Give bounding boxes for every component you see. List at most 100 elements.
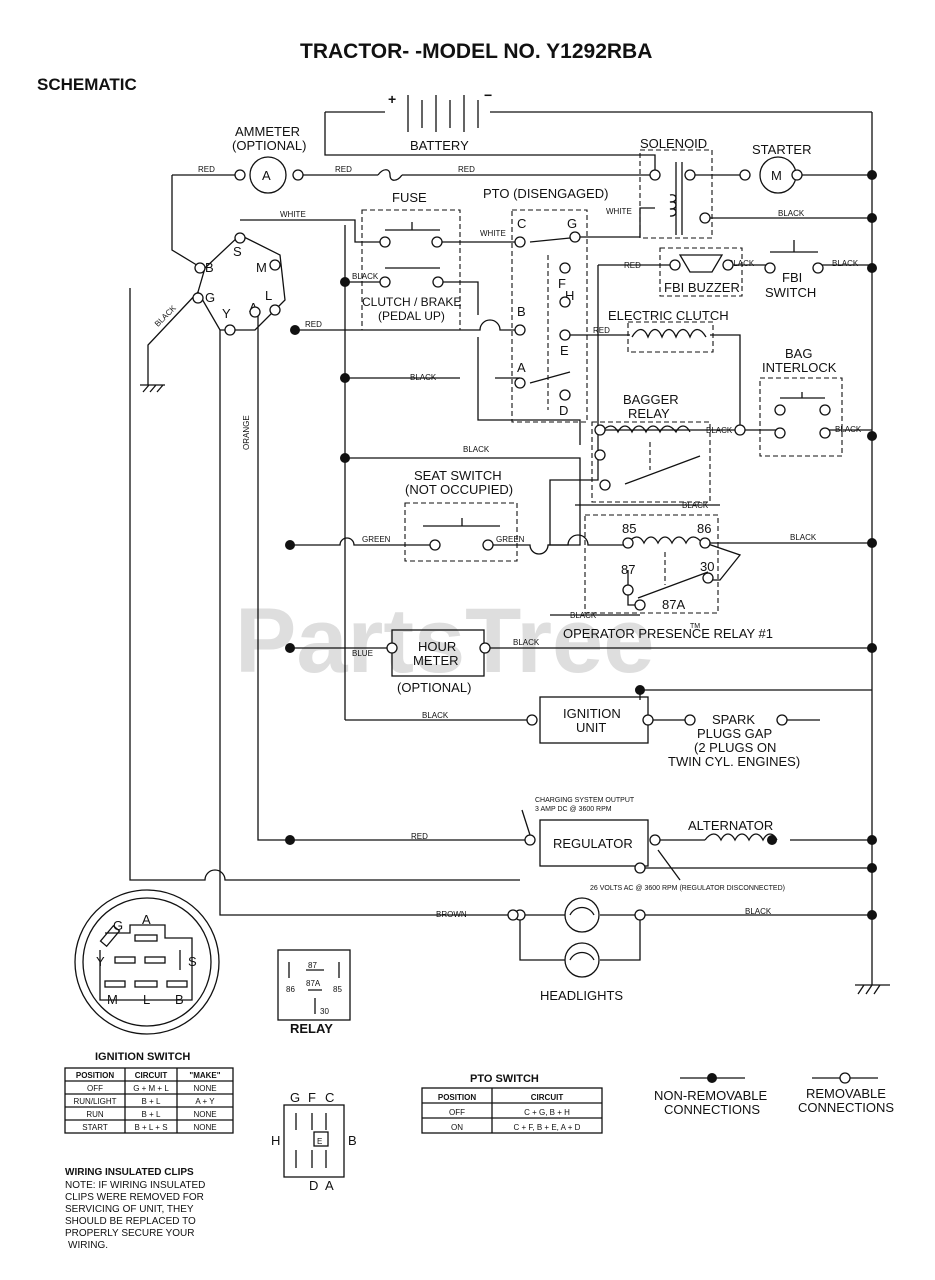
connection-legend: NON-REMOVABLE CONNECTIONS REMOVABLE CONN… (654, 1072, 894, 1117)
solenoid-label: SOLENOID (640, 136, 707, 151)
hour-meter: HOUR METER (OPTIONAL) (391, 629, 485, 695)
removable-connection (699, 537, 711, 549)
removable-connection (192, 292, 204, 304)
removable-connection (234, 232, 246, 244)
removable-connection (292, 169, 304, 181)
wire-red-7: RED (411, 832, 428, 841)
relay1-30: 30 (700, 559, 714, 574)
wire-black-7: BLACK (463, 445, 490, 454)
fuse-label: FUSE (392, 190, 427, 205)
conn-m: M (107, 992, 118, 1007)
hour-meter-label-2: METER (413, 653, 459, 668)
removable-connection (812, 262, 824, 274)
removable-connection (379, 236, 391, 248)
clips-note-line: WIRING. (68, 1240, 108, 1251)
removable-connection (776, 714, 788, 726)
pto-conn-d: D (309, 1178, 318, 1193)
ignition-unit: IGNITION UNIT (539, 696, 649, 744)
removable-connection (559, 389, 571, 401)
wire-black-5: BLACK (153, 303, 178, 328)
wire-black-2: BLACK (352, 272, 379, 281)
legend-removable-2: CONNECTIONS (798, 1100, 894, 1115)
pto-conn-c: C (325, 1090, 334, 1105)
battery-minus: − (484, 87, 492, 103)
ignition-table-cell: B + L + S (134, 1123, 167, 1132)
page-title: TRACTOR- -MODEL NO. Y1292RBA (300, 40, 652, 63)
hour-meter-label-1: HOUR (418, 639, 456, 654)
fixed-connection (767, 835, 777, 845)
removable-connection (559, 329, 571, 341)
connection-nodes (192, 169, 877, 921)
fixed-connection (867, 863, 877, 873)
bag-interlock: BAG INTERLOCK (759, 346, 843, 457)
removable-connection (684, 714, 696, 726)
pto-switch: PTO (DISENGAGED) C G F H B E A D (483, 186, 608, 423)
charging-note-2: 3 AMP DC @ 3600 RPM (535, 806, 612, 813)
wire-red-1: RED (198, 165, 215, 174)
wire-black-1: BLACK (778, 209, 805, 218)
removable-connection (634, 862, 646, 874)
removable-connection (526, 714, 538, 726)
seat-switch-label-2: (NOT OCCUPIED) (405, 482, 513, 497)
headlights-label: HEADLIGHTS (540, 988, 623, 1003)
relay-pin-30: 30 (320, 1007, 329, 1016)
wire-color-labels: RED RED RED WHITE WHITE WHITE BLACK BLAC… (153, 165, 862, 919)
wire-black-8: BLACK (706, 426, 733, 435)
removable-connection (234, 169, 246, 181)
ign-m: M (256, 260, 267, 275)
removable-connection (559, 296, 571, 308)
removable-connection (722, 259, 734, 271)
relay1-85: 85 (622, 521, 636, 536)
schematic-heading: SCHEMATIC (37, 75, 137, 94)
electric-clutch: ELECTRIC CLUTCH (608, 308, 729, 353)
removable-connection (432, 276, 444, 288)
bag-interlock-label-1: BAG (785, 346, 812, 361)
removable-connection (249, 306, 261, 318)
headlights: HEADLIGHTS (540, 897, 623, 1003)
ignition-terminal-labels: B S M G Y A L (205, 244, 272, 321)
starter-label: STARTER (752, 142, 811, 157)
conn-s: S (188, 954, 197, 969)
fixed-connection (635, 685, 645, 695)
clips-note: WIRING INSULATED CLIPS NOTE: IF WIRING I… (65, 1167, 205, 1251)
ignition-table-cell: RUN (86, 1110, 104, 1119)
spark-label-2: PLUGS GAP (697, 726, 772, 741)
spark-label-1: SPARK (712, 712, 755, 727)
fixed-connection (867, 835, 877, 845)
legend-nonremovable-2: CONNECTIONS (664, 1102, 760, 1117)
pto-f: F (558, 276, 566, 291)
fixed-connection (867, 170, 877, 180)
pto-conn-g: G (290, 1090, 300, 1105)
removable-connection (819, 404, 831, 416)
clutch-brake-label-1: CLUTCH / BRAKE (362, 295, 461, 309)
removable-connection (569, 231, 581, 243)
conn-y: Y (96, 954, 105, 969)
fixed-connection (867, 643, 877, 653)
starter-symbol: M (771, 168, 782, 183)
removable-connection (791, 169, 803, 181)
ignition-table-cell: B + L (142, 1097, 161, 1106)
conn-b: B (175, 992, 184, 1007)
pto-table-cell: ON (451, 1123, 463, 1132)
wire-black-13: BLACK (513, 638, 540, 647)
pto-conn-b: B (348, 1133, 357, 1148)
watermark-tm: TM (690, 623, 700, 630)
ignition-table-cell: NONE (193, 1110, 216, 1119)
removable-connection (386, 642, 398, 654)
wire-white-1: WHITE (280, 210, 306, 219)
fixed-connection (867, 213, 877, 223)
wire-red-6: RED (593, 326, 610, 335)
clips-note-line: NOTE: IF WIRING INSULATED (65, 1180, 205, 1191)
removable-connection (514, 236, 526, 248)
battery-label: BATTERY (410, 138, 469, 153)
wires (129, 111, 890, 995)
pto-connector: G F C H B E D A (271, 1090, 357, 1193)
wire-black-10: BLACK (682, 501, 709, 510)
ignition-table-title: IGNITION SWITCH (95, 1051, 190, 1063)
ammeter: A AMMETER (OPTIONAL) (232, 124, 306, 194)
pto-conn-h: H (271, 1133, 280, 1148)
ign-y: Y (222, 306, 231, 321)
fixed-connection (340, 277, 350, 287)
removable-connection (524, 834, 536, 846)
